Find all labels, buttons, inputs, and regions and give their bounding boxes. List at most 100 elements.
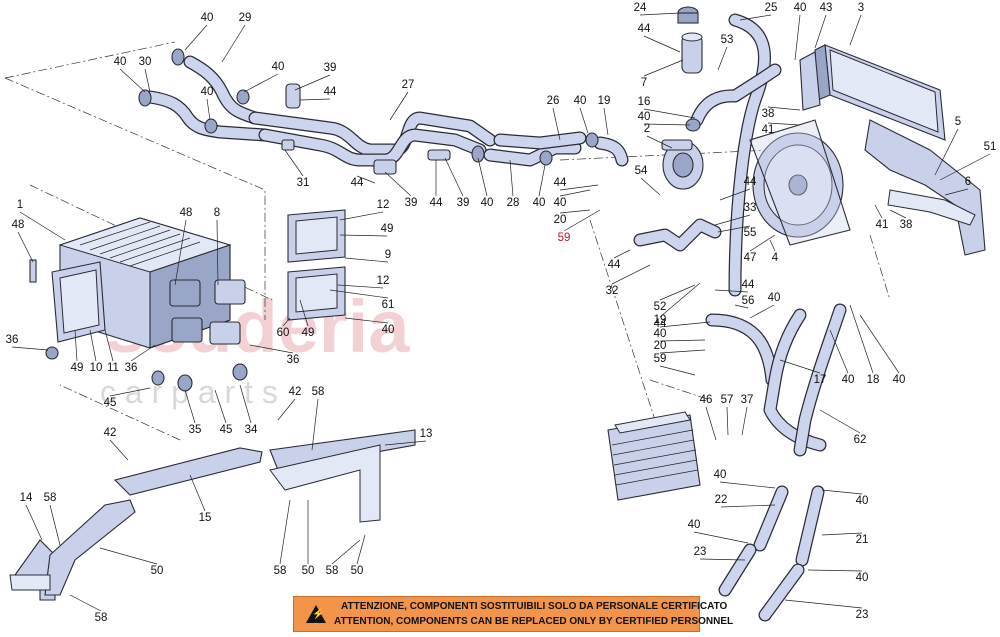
callout-leader bbox=[749, 234, 776, 252]
callout-leader bbox=[821, 532, 863, 536]
callout-label: 60 bbox=[277, 327, 290, 339]
callout-label: 2 bbox=[644, 123, 650, 135]
callout-label: 44 bbox=[430, 197, 443, 209]
callout-label: 12 bbox=[377, 275, 390, 287]
callout-leader bbox=[206, 98, 211, 121]
callout-label: 44 bbox=[351, 177, 364, 189]
callout-label: 53 bbox=[721, 34, 734, 46]
callout-leader bbox=[49, 504, 61, 546]
callout-leader bbox=[603, 107, 609, 136]
callout-label: 43 bbox=[820, 2, 833, 14]
callout-leader bbox=[216, 219, 219, 286]
callout-label: 42 bbox=[289, 386, 302, 398]
callout-leader bbox=[344, 257, 389, 263]
callout-leader bbox=[717, 46, 728, 71]
callout-label: 29 bbox=[239, 12, 252, 24]
callout-label: 40 bbox=[856, 572, 869, 584]
callout-leader bbox=[277, 398, 296, 421]
upper-hose-29 bbox=[183, 55, 262, 125]
callout-label: 40 bbox=[114, 56, 127, 68]
callout-label: 38 bbox=[900, 219, 913, 231]
callout-leader bbox=[329, 289, 389, 299]
callout-leader bbox=[829, 329, 849, 374]
callout-leader bbox=[249, 344, 294, 354]
callout-leader bbox=[849, 14, 862, 46]
callout-label: 40 bbox=[688, 519, 701, 531]
callout-leader bbox=[69, 594, 102, 612]
callout-label: 4 bbox=[772, 252, 779, 264]
callout-label: 30 bbox=[139, 56, 152, 68]
callout-leader bbox=[726, 406, 729, 436]
callout-leader bbox=[109, 439, 129, 461]
callout-leader bbox=[339, 211, 384, 221]
warning-line-italian: ATTENZIONE, COMPONENTI SOSTITUIBILI SOLO… bbox=[341, 601, 728, 612]
callout-label: 57 bbox=[721, 394, 734, 406]
callout-label: 62 bbox=[854, 434, 867, 446]
callout-label: 18 bbox=[867, 374, 880, 386]
callout-leader bbox=[719, 481, 776, 489]
callout-leader bbox=[717, 225, 751, 233]
callout-leader bbox=[509, 159, 514, 197]
callout-leader bbox=[74, 329, 78, 362]
callout-label: 41 bbox=[762, 124, 775, 136]
callout-leader bbox=[344, 317, 389, 324]
callout-label: 31 bbox=[297, 177, 310, 189]
callout-label: 6 bbox=[965, 176, 971, 188]
hose-19-top bbox=[593, 136, 629, 167]
callout-label: 51 bbox=[984, 141, 997, 153]
callout-leader bbox=[339, 234, 388, 237]
callout-leader bbox=[693, 531, 749, 544]
water-pump bbox=[661, 118, 704, 190]
heat-exchanger bbox=[607, 411, 701, 501]
callout-label: 40 bbox=[842, 374, 855, 386]
callout-label: 48 bbox=[180, 207, 193, 219]
inverter-unit bbox=[29, 217, 248, 392]
callout-leader bbox=[643, 108, 696, 119]
callout-label: 40 bbox=[714, 469, 727, 481]
callout-leader bbox=[214, 389, 227, 424]
callout-label: 28 bbox=[507, 197, 520, 209]
callout-label: 59 bbox=[558, 232, 571, 244]
callout-label: 3 bbox=[858, 2, 864, 14]
expansion-tank bbox=[677, 6, 771, 297]
callout-leader bbox=[934, 128, 959, 176]
callout-leader bbox=[611, 264, 651, 285]
callout-label: 19 bbox=[598, 95, 611, 107]
callout-label: 44 bbox=[744, 176, 757, 188]
callout-label: 44 bbox=[324, 86, 337, 98]
callout-label: 39 bbox=[405, 197, 418, 209]
cooling-fins bbox=[79, 221, 201, 267]
callout-leader bbox=[659, 321, 711, 328]
callout-leader bbox=[243, 73, 279, 93]
callout-label: 11 bbox=[107, 362, 119, 374]
callout-leader bbox=[11, 346, 49, 351]
callout-leader bbox=[19, 211, 66, 241]
callout-label: 40 bbox=[201, 86, 214, 98]
callout-leader bbox=[613, 249, 631, 259]
callout-leader bbox=[356, 175, 376, 184]
callout-label: 44 bbox=[654, 318, 667, 330]
callout-leader bbox=[779, 359, 821, 374]
callout-label: 45 bbox=[220, 424, 233, 436]
callout-leader bbox=[384, 171, 412, 197]
callout-leader bbox=[807, 569, 863, 572]
callout-leader bbox=[384, 440, 427, 446]
callout-label: 44 bbox=[638, 23, 651, 35]
callout-leader bbox=[646, 135, 673, 149]
callout-label: 50 bbox=[351, 565, 364, 577]
upper-pipe-27 bbox=[248, 111, 497, 167]
callout-leader bbox=[294, 74, 331, 91]
callout-leader bbox=[477, 157, 488, 197]
callout-leader bbox=[749, 304, 775, 319]
callout-label: 23 bbox=[694, 546, 707, 558]
callout-label: 36 bbox=[125, 362, 138, 374]
callout-label: 40 bbox=[533, 197, 546, 209]
hose-26 bbox=[493, 131, 587, 150]
callout-leader bbox=[859, 314, 900, 374]
callout-label: 33 bbox=[744, 202, 757, 214]
callout-label: 46 bbox=[700, 394, 713, 406]
callout-leader bbox=[734, 304, 749, 309]
callout-label: 49 bbox=[302, 327, 315, 339]
callout-leader bbox=[769, 239, 776, 252]
callout-leader bbox=[104, 329, 114, 362]
